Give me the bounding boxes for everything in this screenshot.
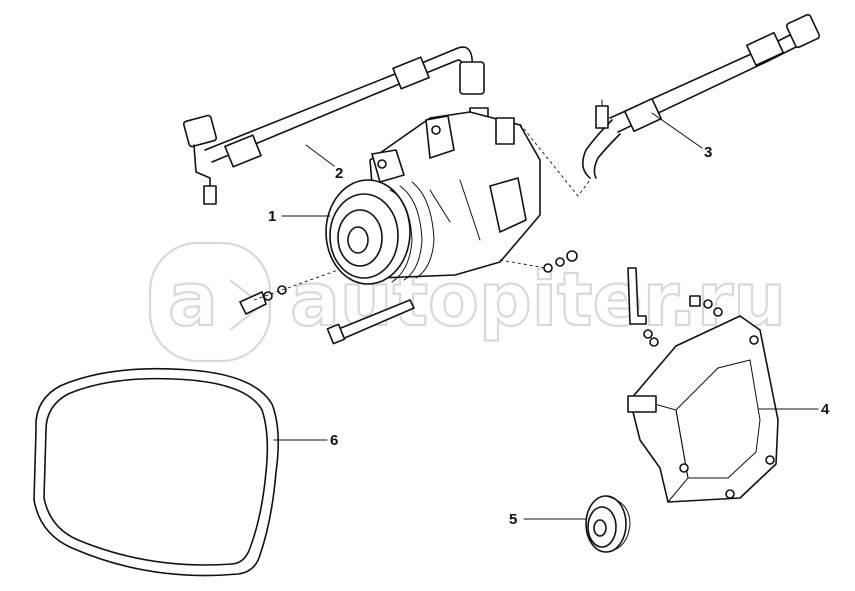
part-hose-3 [519,13,821,197]
watermark-logo-badge [148,241,272,363]
leader-line-3 [651,112,703,149]
part-belt-6 [33,367,280,577]
callout-6: 6 [330,432,338,449]
callout-1: 1 [268,208,276,225]
watermark-logo-mark: a [168,257,218,343]
callouts: 1 2 3 4 5 6 [268,144,830,528]
fasteners [239,250,723,347]
leader-line-2 [305,144,335,167]
callout-2: 2 [335,165,343,182]
part-compressor-1 [325,111,541,285]
callout-4: 4 [821,401,830,418]
part-hose-2 [182,46,489,205]
part-pulley-5 [585,495,631,553]
leader-lines [273,112,819,520]
part-bracket-4 [627,315,779,503]
callout-3: 3 [704,144,712,161]
callout-5: 5 [509,511,517,528]
